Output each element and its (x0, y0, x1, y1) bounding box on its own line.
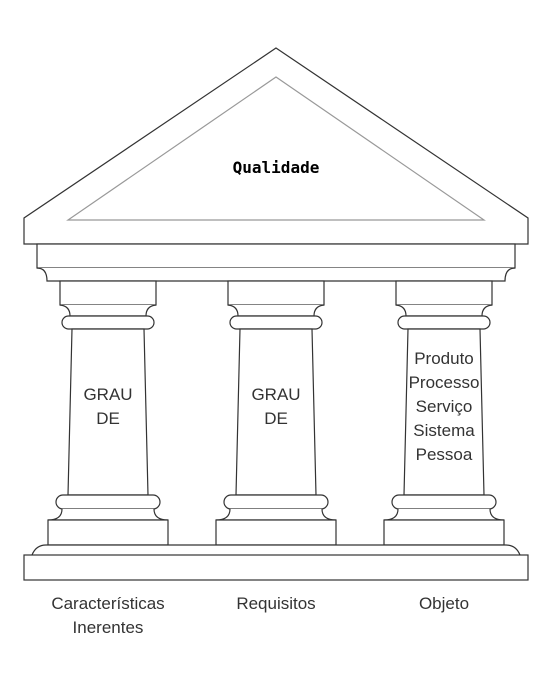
pillar-2-plinth (215, 519, 337, 546)
pillar-3-bottom-ring (391, 494, 497, 510)
pillar-3-base-flare (383, 508, 505, 521)
pillar-1-capital-flare (59, 304, 157, 317)
pillar-3-capital-flare (395, 304, 493, 317)
base-platform (23, 554, 529, 581)
caption-3-line-1: Objeto (418, 594, 470, 613)
pillar-2-line-1: GRAU (251, 385, 301, 404)
caption-1: Características Inerentes (18, 592, 198, 640)
pillar-3-line-4: Sistema (413, 421, 475, 440)
pillar-3-plinth (383, 519, 505, 546)
caption-3: Objeto (354, 592, 534, 616)
pillar-1-bottom-ring (55, 494, 161, 510)
pillar-1-plinth (47, 519, 169, 546)
pillar-3-line-3: Serviço (415, 397, 473, 416)
pillar-text-1: GRAU DE (56, 383, 160, 431)
pillar-3-line-5: Pessoa (415, 445, 473, 464)
pillar-2-bottom-ring (223, 494, 329, 510)
pillar-3-capital (395, 280, 493, 306)
pillar-2-line-2: DE (264, 409, 288, 428)
roof-inner-triangle (66, 76, 486, 221)
pillar-3-top-ring (397, 315, 491, 330)
pillar-text-2: GRAU DE (224, 383, 328, 431)
pillar-1-base-flare (47, 508, 169, 521)
pillar-1-capital (59, 280, 157, 306)
pillars (47, 280, 505, 546)
pillar-2-capital-flare (227, 304, 325, 317)
pillar-text-3: Produto Processo Serviço Sistema Pessoa (392, 347, 496, 467)
caption-2-line-1: Requisitos (236, 594, 316, 613)
caption-1-line-1: Características (51, 594, 165, 613)
pillar-1-top-ring (61, 315, 155, 330)
roof-title: Qualidade (232, 158, 320, 177)
pillar-1-line-1: GRAU (83, 385, 133, 404)
entablature (36, 243, 516, 269)
pillar-2-capital (227, 280, 325, 306)
pillar-1-line-2: DE (96, 409, 120, 428)
pillar-2-top-ring (229, 315, 323, 330)
caption-1-line-2: Inerentes (72, 618, 144, 637)
entablature-bottom-molding (36, 267, 516, 282)
pillar-2-base-flare (215, 508, 337, 521)
pillar-3-line-2: Processo (408, 373, 480, 392)
base-top-step (31, 544, 521, 556)
caption-2: Requisitos (186, 592, 366, 616)
pillar-3-line-1: Produto (414, 349, 474, 368)
